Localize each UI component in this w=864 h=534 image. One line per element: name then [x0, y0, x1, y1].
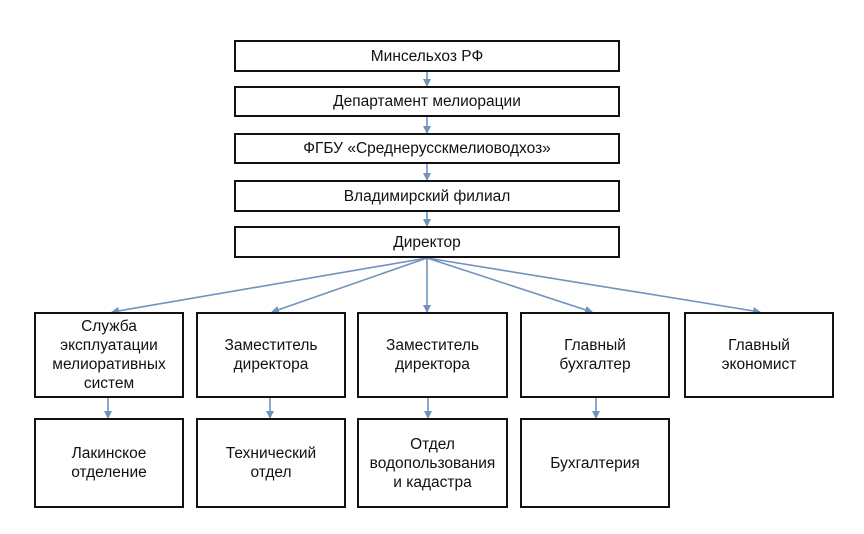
- arrow-director-deputy-1: [271, 257, 428, 314]
- box-accounting-label: Бухгалтерия: [550, 454, 640, 472]
- box-department-label: Департамент мелиорации: [333, 93, 521, 110]
- box-deputy-1-label: Заместитель директора: [224, 337, 318, 373]
- box-director: Директор: [234, 226, 620, 258]
- arrow-director-chief-accountant: [426, 257, 593, 314]
- box-deputy-2: Заместитель директора: [357, 312, 508, 398]
- box-chief-economist-label: Главный экономист: [721, 337, 797, 373]
- box-chief-economist: Главный экономист: [684, 312, 834, 398]
- box-director-label: Директор: [393, 233, 461, 251]
- box-deputy-2-label: Заместитель директора: [386, 337, 479, 373]
- box-service: Служба эксплуатации мелиоративных систем: [34, 312, 184, 398]
- box-lakinsk: Лакинское отделение: [34, 418, 184, 508]
- box-ministry-label: Минсельхоз РФ: [370, 47, 484, 65]
- box-accounting: Бухгалтерия: [520, 418, 670, 508]
- box-technical: Технический отдел: [196, 418, 346, 508]
- box-branch-label: Владимирский филиал: [343, 187, 511, 205]
- arrow-director-chief-economist: [426, 257, 761, 315]
- box-ministry: Минсельхоз РФ: [234, 40, 620, 72]
- box-fgbu: ФГБУ «Среднерусскмелиоводхоз»: [234, 133, 620, 164]
- box-department: Департамент мелиорации: [234, 86, 620, 117]
- box-branch: Владимирский филиал: [234, 180, 620, 212]
- box-chief-accountant: Главный бухгалтер: [520, 312, 670, 398]
- box-water-use: Отдел водопользования и кадастра: [357, 418, 508, 508]
- box-deputy-1: Заместитель директора: [196, 312, 346, 398]
- arrow-director-service: [111, 257, 428, 315]
- box-lakinsk-label: Лакинское отделение: [71, 445, 147, 481]
- box-water-use-label: Отдел водопользования и кадастра: [369, 435, 496, 491]
- box-fgbu-label: ФГБУ «Среднерусскмелиоводхоз»: [303, 140, 551, 157]
- box-service-label: Служба эксплуатации мелиоративных систем: [52, 318, 166, 392]
- box-technical-label: Технический отдел: [225, 445, 317, 481]
- box-chief-accountant-label: Главный бухгалтер: [559, 337, 631, 373]
